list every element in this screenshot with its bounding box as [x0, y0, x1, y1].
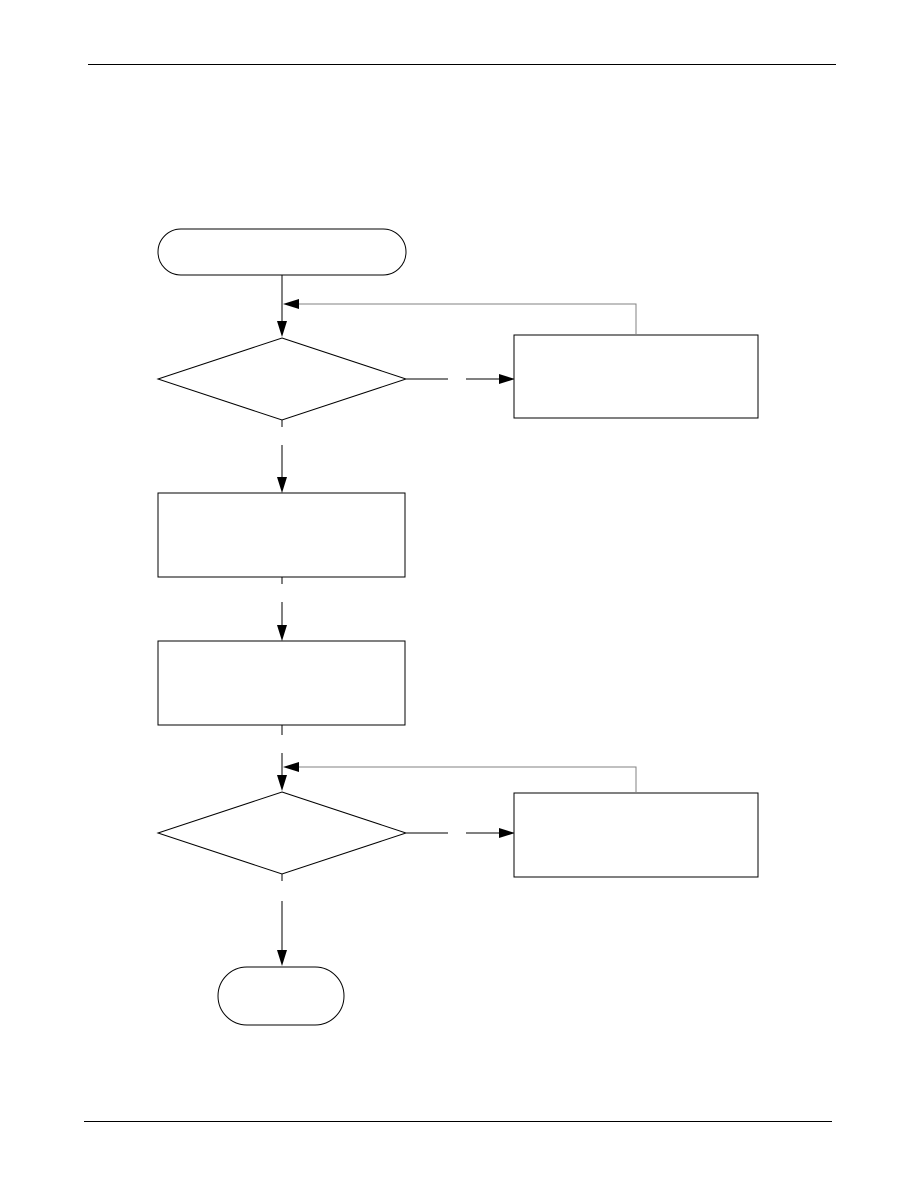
- edge-decision-2-to-side-process-2: [406, 828, 515, 838]
- arrowhead-down: [277, 625, 287, 641]
- start-terminator: [157, 228, 407, 276]
- process-2-box: [157, 640, 406, 726]
- edge-process-1-to-process-2: [277, 577, 287, 641]
- decision-2-diamond: [156, 791, 408, 875]
- process-1-box: [157, 492, 406, 578]
- edge-decision-2-to-end: [277, 874, 287, 966]
- arrowhead-left: [283, 299, 299, 309]
- arrowhead-down: [277, 321, 287, 337]
- side-process-2-box: [513, 792, 759, 878]
- arrowhead-down: [277, 477, 287, 493]
- side-process-1-box: [513, 334, 759, 419]
- decision-1-diamond: [156, 337, 408, 421]
- arrowhead-right: [499, 374, 515, 384]
- arrowhead-left: [283, 762, 299, 772]
- edge-side-process-2-loop-back: [283, 762, 637, 793]
- edge-side-process-1-loop-back: [283, 299, 637, 335]
- edge-process-2-to-decision-2: [277, 725, 287, 791]
- end-terminator: [217, 966, 345, 1026]
- edge-decision-1-to-process-1: [277, 420, 287, 493]
- footer-rule: [84, 1121, 832, 1122]
- arrowhead-down: [277, 775, 287, 791]
- header-rule: [88, 64, 836, 65]
- arrowhead-right: [499, 828, 515, 838]
- arrowhead-down: [277, 950, 287, 966]
- edge-start-to-decision-1: [277, 275, 287, 337]
- edge-decision-1-to-side-process-1: [406, 374, 515, 384]
